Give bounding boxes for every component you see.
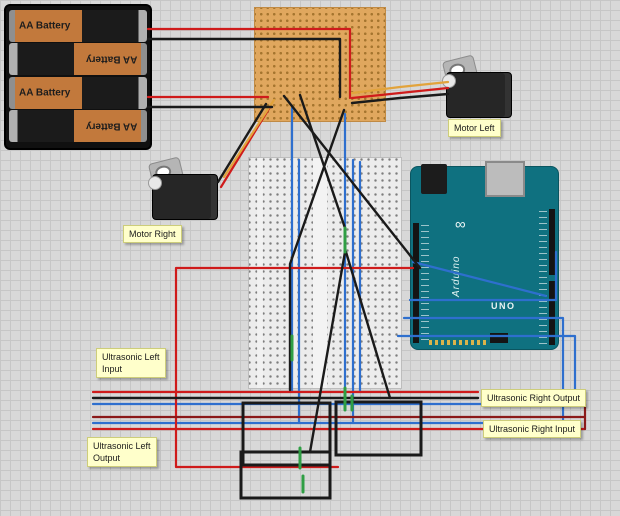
servo-body xyxy=(152,174,218,220)
note-motor-right: Motor Right xyxy=(123,225,182,244)
note-ultrasonic-right-input: Ultrasonic Right Input xyxy=(483,420,582,439)
breadboard-rail xyxy=(257,158,263,388)
arduino-uno-board: ∞ Arduino UNO xyxy=(410,161,559,350)
servo-motor-right xyxy=(147,156,218,220)
pin-header-right-top xyxy=(549,209,555,275)
note-ultrasonic-left-input: Ultrasonic Left Input xyxy=(96,348,166,379)
arduino-model-label: UNO xyxy=(491,301,516,311)
servo-horn xyxy=(148,176,162,190)
pin-header-right-bottom xyxy=(549,281,555,345)
battery-holder: AA Battery AA Battery AA Battery AA Batt… xyxy=(4,4,152,150)
battery-cell: AA Battery xyxy=(9,76,147,109)
note-ultrasonic-right-output: Ultrasonic Right Output xyxy=(481,389,587,408)
battery-cell: AA Battery xyxy=(9,43,147,75)
perfboard xyxy=(254,7,386,122)
battery-label: AA Battery xyxy=(85,53,137,65)
pin-header-left xyxy=(413,223,419,343)
breadboard-center-channel xyxy=(313,158,327,388)
battery-label: AA Battery xyxy=(19,20,71,31)
servo-horn xyxy=(442,74,456,88)
arduino-infinity-logo: ∞ xyxy=(455,216,466,233)
dc-power-jack xyxy=(421,164,447,194)
breadboard xyxy=(248,157,402,389)
battery-cell: AA Battery xyxy=(9,110,147,142)
icsp-header xyxy=(490,333,508,343)
solder-pads xyxy=(429,340,487,345)
battery-cell: AA Battery xyxy=(9,9,147,42)
pin-labels-left xyxy=(421,225,429,341)
pin-labels-right xyxy=(539,211,547,345)
servo-motor-left xyxy=(441,54,512,118)
note-motor-left: Motor Left xyxy=(448,119,501,138)
servo-body xyxy=(446,72,512,118)
battery-label: AA Battery xyxy=(85,120,137,132)
battery-label: AA Battery xyxy=(19,87,71,98)
arduino-brand-label: Arduino xyxy=(451,255,462,297)
usb-port xyxy=(485,161,525,197)
note-ultrasonic-left-output: Ultrasonic Left Output xyxy=(87,437,157,468)
